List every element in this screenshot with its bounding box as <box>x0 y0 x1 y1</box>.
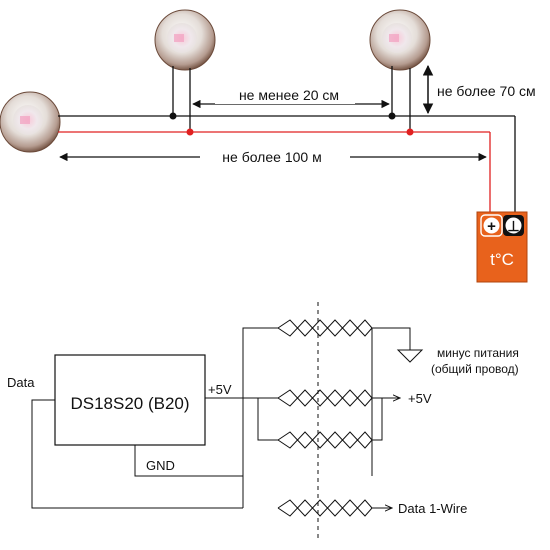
ground-symbol-icon <box>396 349 424 363</box>
ds18s20-chip <box>54 354 206 446</box>
junction-dot <box>388 112 396 120</box>
junction-dot <box>169 112 177 120</box>
data-wire <box>31 399 243 509</box>
twisted-pair-1 <box>277 319 373 337</box>
junction-dot <box>186 128 194 136</box>
plus5v-pin-label: +5V <box>208 382 232 397</box>
junction-dot <box>406 128 414 136</box>
ground-label-line1: минус питания <box>437 346 519 360</box>
plus5v-rail-right <box>372 397 383 441</box>
gnd-pin-label: GND <box>146 458 175 473</box>
twisted-pair-2 <box>277 389 373 407</box>
max-length-label: не более 100 м <box>222 149 321 165</box>
ground-rail-left <box>242 327 278 508</box>
ground-label-line2: (общий провод) <box>431 362 519 376</box>
plus5v-branch <box>257 398 278 441</box>
twisted-pair-3 <box>277 431 373 449</box>
sensor-right <box>369 9 431 71</box>
bottom-circuit-diagram: DS18S20 (B20) Data GND +5V <box>7 302 519 542</box>
ground-out-wire <box>372 327 411 350</box>
data-pin-label: Data <box>7 375 35 390</box>
max-stub-label: не более 70 см <box>437 83 536 99</box>
chip-label: DS18S20 (B20) <box>70 394 189 413</box>
temperature-controller: + ⊥ t°C <box>476 211 528 283</box>
min-spacing-label: не менее 20 см <box>239 87 339 103</box>
sensor-left <box>0 91 61 153</box>
ground-terminal-symbol: ⊥ <box>507 218 519 234</box>
plus5v-rail-label: +5V <box>408 391 432 406</box>
top-wiring-diagram: не менее 20 см не более 70 см не более 1… <box>0 9 536 283</box>
data-out-label: Data 1-Wire <box>398 501 467 516</box>
plus-terminal-symbol: + <box>487 218 496 235</box>
device-label: t°C <box>490 250 514 269</box>
gnd-wire <box>134 445 243 477</box>
sensor-middle <box>154 9 216 71</box>
twisted-pair-4 <box>277 499 373 517</box>
